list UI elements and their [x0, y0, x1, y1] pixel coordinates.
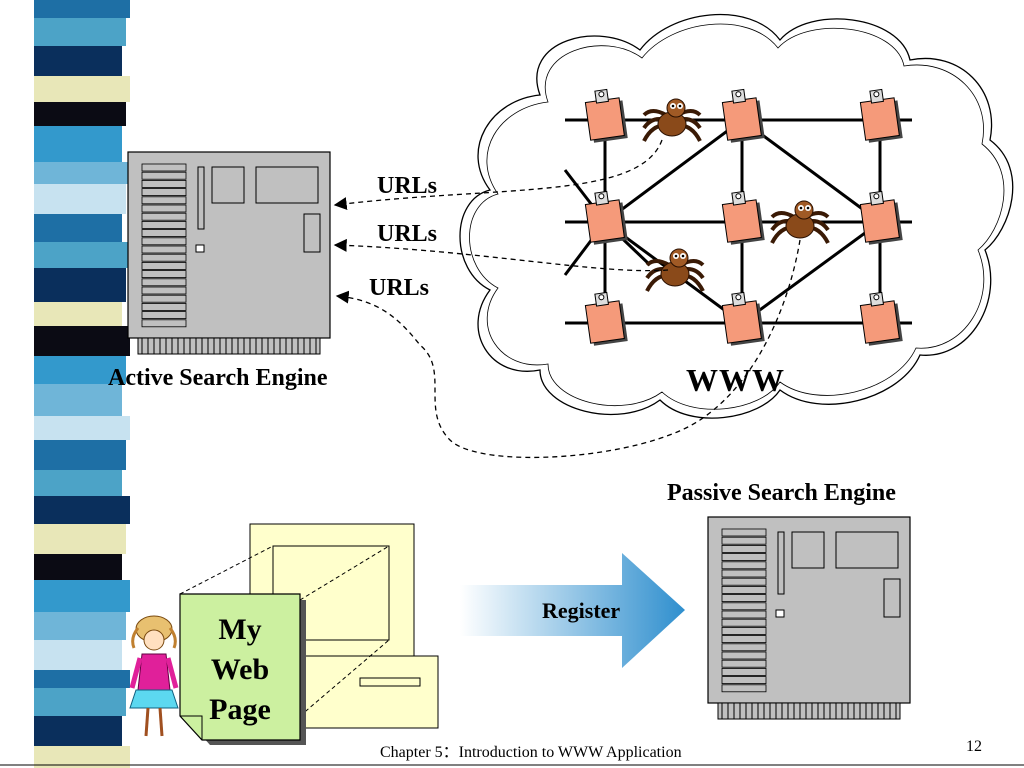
web-page-word-3: Page	[209, 693, 271, 726]
left-stripe-decoration	[34, 0, 130, 768]
spider-icon	[642, 98, 702, 142]
clipboard-icon	[721, 88, 765, 143]
page-number: 12	[966, 738, 982, 755]
url-label-1: URLs	[377, 173, 438, 199]
user-girl-icon	[129, 615, 179, 737]
register-label: Register	[542, 598, 621, 623]
active-server-icon	[127, 151, 331, 355]
url-label-2: URLs	[377, 221, 438, 247]
web-page-nodes	[584, 88, 903, 346]
web-page-word-2: Web	[210, 653, 270, 686]
spider-icon	[770, 200, 830, 244]
clipboard-icon	[859, 190, 903, 245]
url-label-3: URLs	[369, 275, 430, 301]
footer-chapter-title: Chapter 5：Introduction to WWW Applicatio…	[380, 744, 682, 761]
my-web-page-label: My Web Page	[182, 610, 298, 730]
active-search-engine-label: Active Search Engine	[108, 365, 328, 391]
register-arrow	[460, 553, 685, 668]
url-flow-lines	[333, 139, 801, 459]
clipboard-icon	[721, 291, 765, 346]
web-page-word-1: My	[218, 613, 262, 646]
clipboard-icon	[584, 291, 628, 346]
www-label: WWW	[686, 362, 785, 398]
passive-server-icon	[707, 516, 911, 720]
clipboard-icon	[584, 190, 628, 245]
clipboard-icon	[721, 190, 765, 245]
clipboard-icon	[584, 88, 628, 143]
passive-search-engine-label: Passive Search Engine	[667, 480, 896, 506]
my-web-page-document	[179, 593, 306, 745]
crawler-spiders	[642, 98, 830, 292]
spider-icon	[645, 248, 705, 292]
clipboard-icon	[859, 88, 903, 143]
clipboard-icon	[859, 291, 903, 346]
client-computer-icon	[179, 523, 439, 729]
